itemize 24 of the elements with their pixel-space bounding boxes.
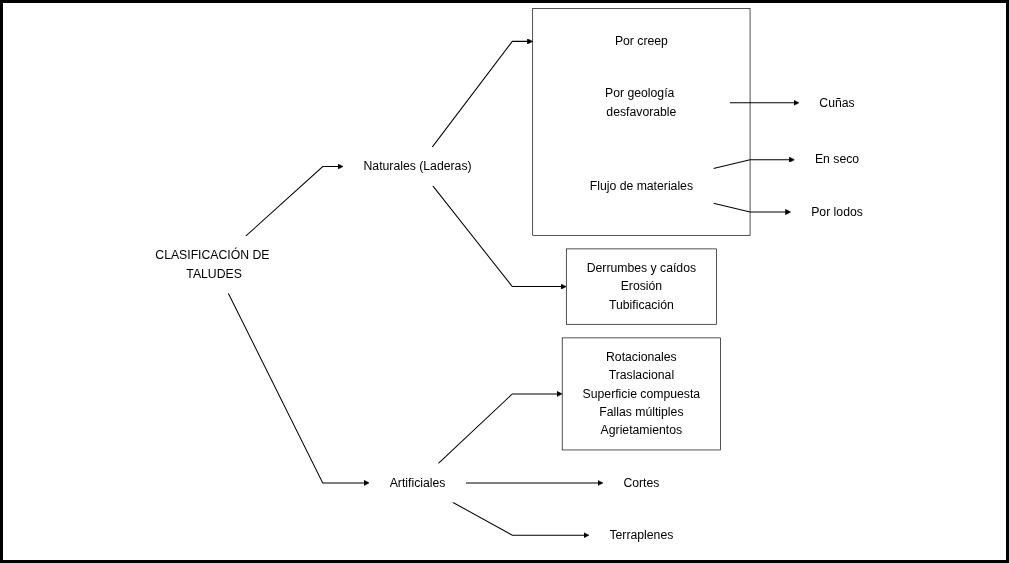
node-text: Por creep [614,34,668,48]
arrow [437,390,563,465]
node-box: Derrumbes y caídos Erosión Tubificación [565,248,717,325]
arrow [712,156,795,170]
cluster [532,8,751,236]
arrow [431,38,533,148]
arrow [712,202,792,216]
node-text: Por lodos [811,204,863,219]
node-text: Cuñas [819,95,855,110]
arrow [465,479,604,486]
arrow [227,292,370,486]
node-text: En seco [814,152,860,167]
node-box: Rotacionales Traslacional Superficie compuesta Fallas múltiples Agrietamientos [561,337,721,451]
node-text: Naturales (Laderas) [363,159,472,173]
node-text: Flujo de materiales [589,178,694,193]
arrow [432,185,567,290]
arrow [245,163,344,237]
node-text: CLASIFICACIÓN DE TALUDES [155,248,270,281]
node-text: Artificiales [389,475,446,490]
node-text: Cortes [623,475,660,490]
arrow [729,99,800,106]
node-text: Terraplenes [609,528,674,542]
arrow [452,501,590,539]
node-text: Por geología desfavorable [605,86,677,119]
